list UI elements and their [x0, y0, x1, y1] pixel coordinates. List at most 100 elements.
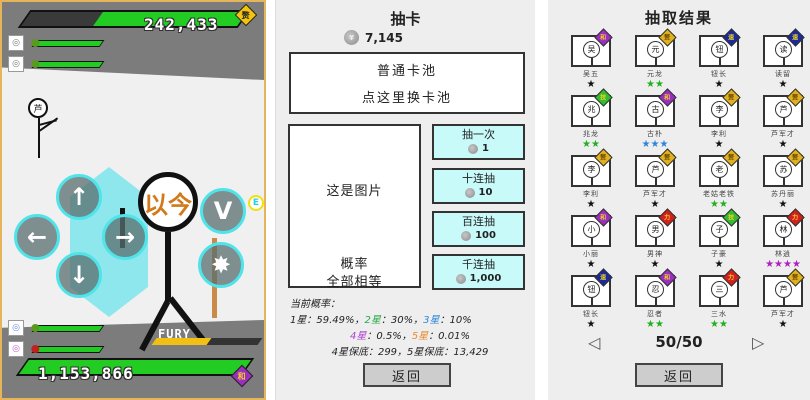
ally-row-1: ◎	[8, 35, 105, 51]
star-rating: ★	[586, 199, 596, 210]
move-down-button[interactable]: ↓	[56, 252, 102, 298]
ally-avatar-icon: ◎	[8, 56, 24, 72]
battle-screen: 242,433 赘 ◎ ◎ 芦 以今 ↑ ← → ↓ V ✸ E ◎ ◎ FUR…	[0, 0, 266, 400]
star-rating: ★★★	[641, 139, 669, 150]
ally-avatar-icon: ◎	[8, 341, 24, 357]
result-card[interactable]: 吴和吴五★	[564, 28, 618, 95]
card-portrait: 钮	[699, 35, 739, 67]
result-card[interactable]: 李赘李利★	[692, 88, 746, 155]
result-card[interactable]: 古和古朴★★★	[628, 88, 682, 155]
character-head: 男	[647, 221, 664, 238]
character-name: 李利	[711, 130, 727, 138]
energy-badge: E	[248, 195, 264, 211]
image-placeholder-text: 这是图片	[326, 184, 383, 199]
character-head: 钮	[583, 281, 600, 298]
button-label: 百连抽	[462, 215, 495, 228]
ally-avatar-icon: ◎	[8, 35, 24, 51]
card-portrait: 老	[699, 155, 739, 187]
move-right-button[interactable]: →	[102, 214, 148, 260]
page-title: 抽取结果	[644, 9, 713, 27]
result-card[interactable]: 钮速钮长★	[564, 268, 618, 335]
gacha-screen: 抽卡 ¥ 7,145 普通卡池 点这里换卡池 这是图片 概率 全部相等 抽一次 …	[275, 0, 535, 400]
player-stickman-head: 以今	[138, 172, 198, 232]
result-card[interactable]: 芦赘芦军才★	[756, 268, 810, 335]
coin-balance: ¥ 7,145	[344, 30, 403, 45]
character-head: 元	[647, 41, 664, 58]
result-card[interactable]: 李赘李利★	[564, 148, 618, 215]
character-name: 吴五	[583, 70, 599, 78]
move-up-button[interactable]: ↑	[56, 174, 102, 220]
coin-amount: 7,145	[365, 30, 403, 45]
pool-image-placeholder: 这是图片 概率 全部相等	[288, 124, 421, 290]
result-card[interactable]: 元赘元龙★★	[628, 28, 682, 95]
page-indicator: 50/50	[655, 333, 703, 351]
shield-skill-button[interactable]: V	[200, 188, 246, 234]
move-left-button[interactable]: ←	[14, 214, 60, 260]
character-name: 钮长	[711, 70, 727, 78]
character-name: 苏丹丽	[771, 190, 795, 198]
back-button[interactable]: 返回	[635, 363, 723, 387]
character-head: 芦	[647, 161, 664, 178]
result-card[interactable]: 芦赘芦军才★	[628, 148, 682, 215]
rate-note: 概率 全部相等	[326, 257, 383, 290]
result-card[interactable]: 读速读留★	[756, 28, 810, 95]
button-cost: 10	[478, 187, 493, 198]
character-head: 三	[711, 281, 728, 298]
prev-page-button[interactable]: ◁	[588, 332, 601, 352]
character-head: 老	[711, 161, 728, 178]
result-card[interactable]: 钮速钮长★	[692, 28, 746, 95]
draw-1000-button[interactable]: 千连抽 1,000	[432, 254, 525, 290]
character-name: 芦军才	[771, 130, 795, 138]
next-page-button[interactable]: ▷	[752, 332, 765, 352]
fury-label: FURY	[158, 327, 191, 341]
probability-info: 当前概率： 1星：59.49%，2星：30%，3星：10% 4星：0.5%，5星…	[290, 297, 530, 361]
character-head: 芦	[775, 281, 792, 298]
result-card[interactable]: 老赘老姑老铁★★	[692, 148, 746, 215]
result-card[interactable]: 三力三水★★	[692, 268, 746, 335]
result-card[interactable]: 小和小丽★	[564, 208, 618, 275]
enemy-ally-row-1: ◎	[8, 320, 105, 336]
draw-100-button[interactable]: 百连抽 100	[432, 211, 525, 247]
star-rating: ★	[714, 139, 724, 150]
coin-icon	[464, 188, 475, 198]
button-cost: 1	[482, 143, 489, 154]
coin-icon	[468, 144, 479, 154]
result-card[interactable]: 苏赘苏丹丽★	[756, 148, 810, 215]
star-rating: ★	[778, 79, 788, 90]
button-cost: 100	[475, 230, 496, 241]
star-rating: ★	[714, 79, 724, 90]
star-rating: ★★	[646, 79, 664, 90]
result-card[interactable]: 男力男神★	[628, 208, 682, 275]
fury-meter	[151, 338, 263, 345]
result-card[interactable]: 林力林逍★★★★	[756, 208, 810, 275]
punch-skill-button[interactable]: ✸	[198, 242, 244, 288]
character-head: 吴	[583, 41, 600, 58]
result-card[interactable]: 芦赘芦军才★	[756, 88, 810, 155]
character-head: 小	[583, 221, 600, 238]
draw-10-button[interactable]: 十连抽 10	[432, 168, 525, 204]
star-rating: ★★	[582, 139, 600, 150]
shield-icon: V	[213, 197, 233, 225]
card-pool-selector[interactable]: 普通卡池 点这里换卡池	[289, 52, 525, 114]
coin-icon	[461, 231, 472, 241]
button-label: 抽一次	[462, 128, 495, 141]
result-card[interactable]: 子技子豪★	[692, 208, 746, 275]
character-head: 芦	[775, 101, 792, 118]
character-head: 钮	[711, 41, 728, 58]
character-name: 子豪	[711, 250, 727, 258]
character-name: 钮长	[583, 310, 599, 318]
player-hp-value: 242,433	[144, 15, 219, 34]
result-card[interactable]: 兆技兆龙★★	[564, 88, 618, 155]
star-rating: ★★	[710, 199, 728, 210]
character-name: 小丽	[583, 250, 599, 258]
character-name: 老姑老铁	[703, 190, 735, 198]
character-head: 林	[775, 221, 792, 238]
card-portrait: 忍	[635, 275, 675, 307]
card-portrait: 男	[635, 215, 675, 247]
enemy-stickman-body	[38, 118, 40, 158]
character-name: 芦军才	[643, 190, 667, 198]
back-button[interactable]: 返回	[363, 363, 451, 387]
result-card[interactable]: 忍和忍者★★	[628, 268, 682, 335]
ally-hp-bar	[31, 323, 105, 332]
draw-1-button[interactable]: 抽一次 1	[432, 124, 525, 160]
